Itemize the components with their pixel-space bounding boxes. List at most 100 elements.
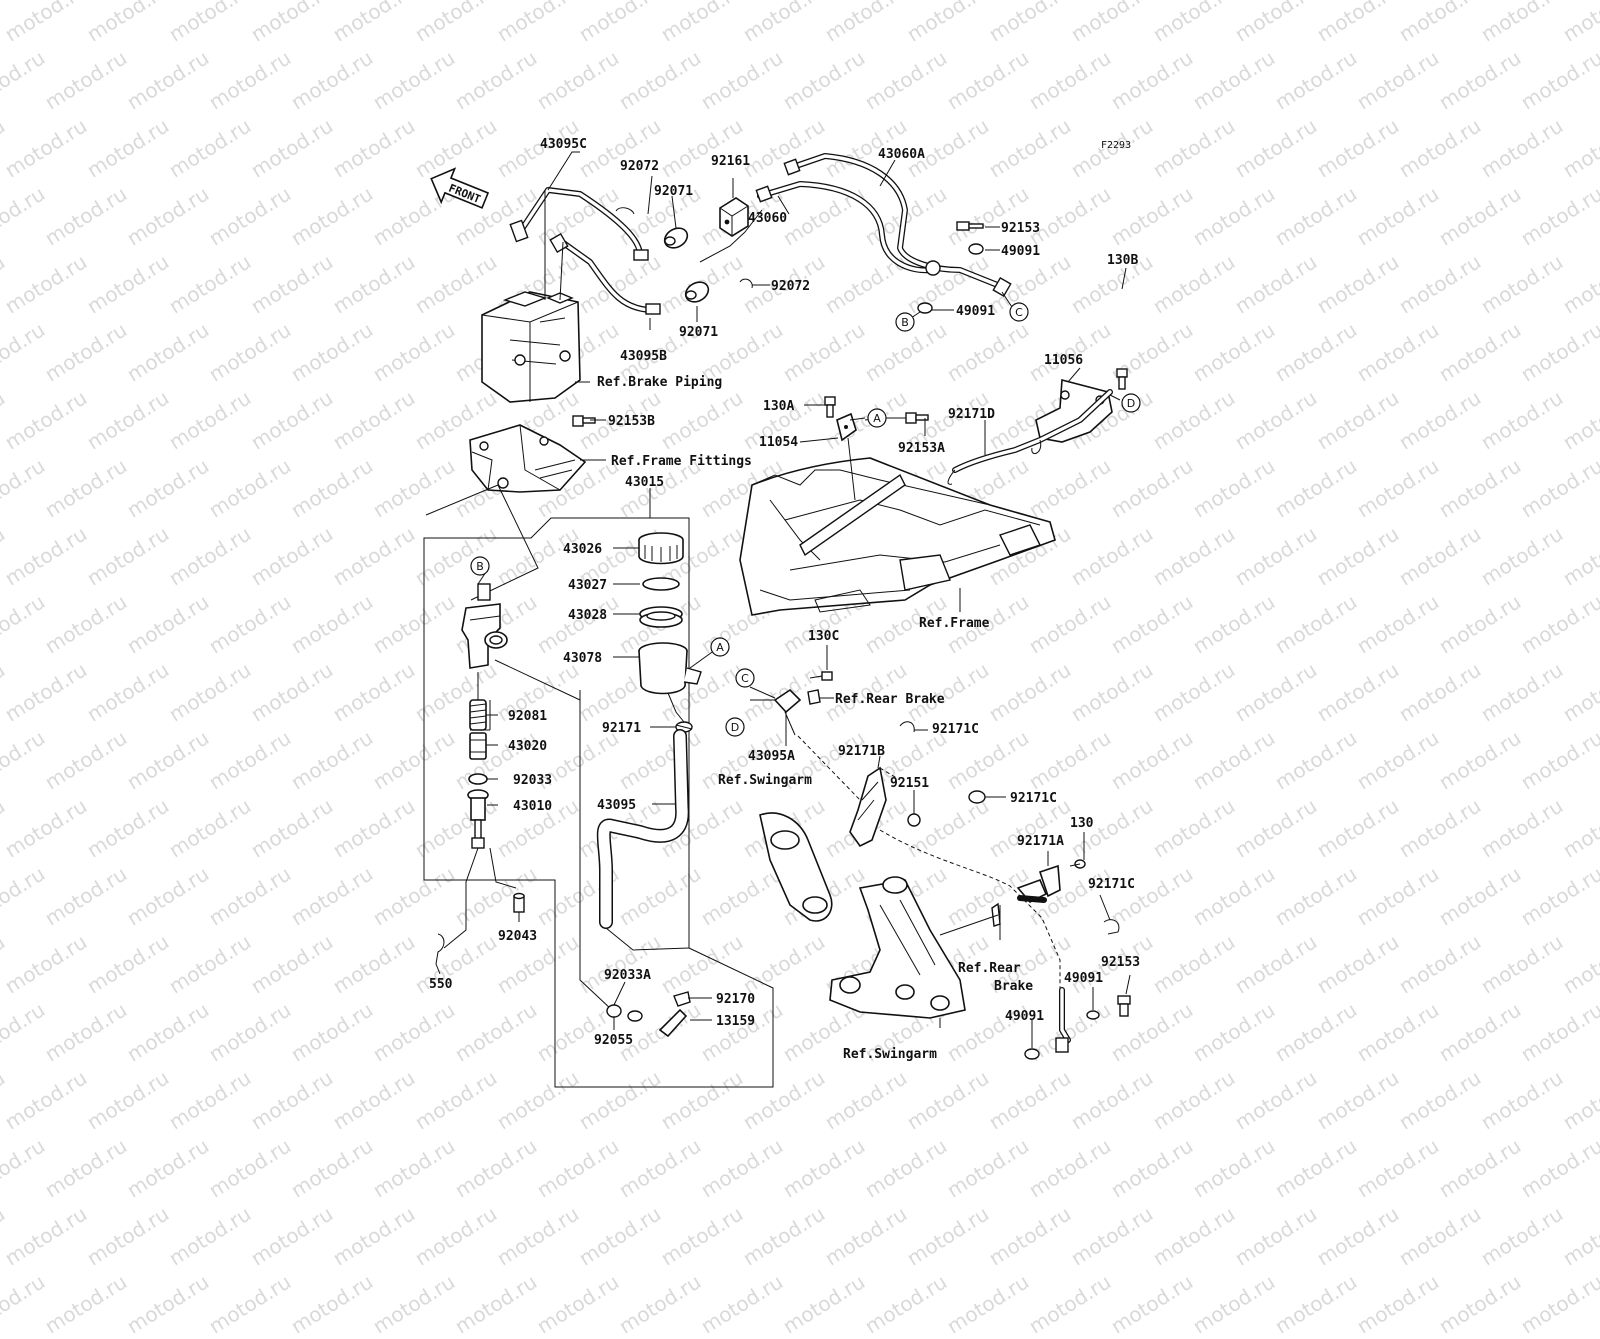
guard-92171B	[849, 766, 887, 848]
washer-92033A	[627, 1010, 643, 1022]
bracket-11054	[836, 412, 857, 501]
ring-92033	[468, 773, 488, 785]
part-label-92055: 92055	[594, 1033, 633, 1048]
part-label-43095: 43095	[597, 798, 636, 813]
part-label-92151: 92151	[890, 776, 929, 791]
reservoir-43078	[638, 642, 702, 723]
ref-label-swingarm-1: Ref.Swingarm	[718, 773, 812, 788]
watermark-text: motod.ru	[1230, 1201, 1322, 1271]
watermark-text: motod.ru	[614, 1269, 706, 1339]
connector-A1: A	[867, 408, 887, 428]
swingarm-link-lower	[829, 876, 966, 1019]
clamp-92161	[719, 197, 749, 237]
nut-92151	[907, 813, 921, 827]
part-label-92171C-b: 92171C	[1010, 791, 1057, 806]
watermark-text: motod.ru	[164, 1201, 256, 1271]
part-label-92072-upper: 92072	[620, 159, 659, 174]
svg-text:D: D	[731, 721, 739, 734]
cotter-pin-550	[435, 933, 445, 965]
parts-diagram: FRONT F2293	[423, 137, 1141, 1088]
watermark-text: motod.ru	[1066, 1201, 1158, 1271]
washer-49091-d	[1024, 1048, 1040, 1060]
watermark-text: motod.ru	[1352, 1269, 1444, 1339]
watermark-text: motod.ru	[450, 1269, 542, 1339]
fitting-13159	[658, 991, 691, 1038]
clip-92072-lower	[739, 278, 753, 289]
part-label-43060: 43060	[748, 211, 787, 226]
svg-text:C: C	[1015, 306, 1023, 319]
part-label-92171D: 92171D	[948, 407, 995, 422]
part-label-11056: 11056	[1044, 353, 1083, 368]
hose-43095	[596, 729, 690, 929]
part-label-92171: 92171	[602, 721, 641, 736]
part-label-92153: 92153	[1001, 221, 1040, 236]
bolt-130A	[824, 396, 836, 418]
part-label-92171C-c: 92171C	[1088, 877, 1135, 892]
leader-bracket	[425, 484, 539, 601]
washer-49091-b	[917, 302, 933, 314]
watermark-text: motod.ru	[82, 1201, 174, 1271]
connector-C2: C	[735, 668, 755, 688]
part-label-92033A: 92033A	[604, 968, 651, 983]
watermark-text: motod.ru	[1434, 1269, 1526, 1339]
figure-code: F2293	[1101, 140, 1131, 151]
part-label-43027: 43027	[568, 578, 607, 593]
watermark-text: motod.ru	[368, 1269, 460, 1339]
brake-pipe-43095C	[509, 187, 649, 261]
watermark-text: motod.ru	[738, 1201, 830, 1271]
connector-A2: A	[710, 637, 730, 657]
front-arrow-icon: FRONT	[430, 167, 490, 209]
part-label-49091-c: 49091	[1064, 971, 1103, 986]
part-label-92171A: 92171A	[1017, 834, 1064, 849]
bolt-130C	[809, 671, 833, 681]
part-label-43010: 43010	[513, 799, 552, 814]
leader-master-2	[494, 659, 581, 701]
brake-pipe-43060A	[755, 153, 1012, 298]
watermark-text: motod.ru	[204, 1269, 296, 1339]
svg-text:A: A	[716, 641, 724, 654]
watermark-text: motod.ru	[532, 1269, 624, 1339]
svg-text:D: D	[1127, 397, 1135, 410]
watermark-text: motod.ru	[696, 1269, 788, 1339]
part-label-43015: 43015	[625, 475, 664, 490]
svg-text:C: C	[741, 672, 749, 685]
bracket-92171A	[1038, 864, 1061, 898]
connector-D2: D	[725, 717, 745, 737]
bolt-92153-upper	[956, 221, 984, 231]
part-label-92170: 92170	[716, 992, 755, 1007]
watermark-text: motod.ru	[902, 1201, 994, 1271]
clip-92072-upper	[615, 207, 635, 215]
part-label-92071-upper: 92071	[654, 184, 693, 199]
part-label-49091-a: 49091	[1001, 244, 1040, 259]
assembly-outline-43015	[423, 517, 774, 1088]
part-label-49091-b: 49091	[956, 304, 995, 319]
part-label-92153B: 92153B	[608, 414, 655, 429]
part-label-92171B: 92171B	[838, 744, 885, 759]
spring-92081	[469, 699, 487, 731]
clamp-92171C-c	[1103, 919, 1120, 935]
ref-label-rear-brake-2a: Ref.Rear	[958, 961, 1021, 976]
part-label-130: 130	[1070, 816, 1094, 831]
part-label-130B: 130B	[1107, 253, 1138, 268]
ref-label-frame-fittings: Ref.Frame Fittings	[611, 454, 752, 469]
bolt-92153B	[572, 415, 596, 427]
leader-dashed-1	[797, 735, 901, 801]
part-label-49091-d: 49091	[1005, 1009, 1044, 1024]
part-label-92153A: 92153A	[898, 441, 945, 456]
bolt-130-rear	[1069, 859, 1086, 869]
svg-text:B: B	[476, 560, 484, 573]
watermark-text: motod.ru	[984, 1201, 1076, 1271]
bolt-130B	[1116, 368, 1128, 390]
washer-49091-c	[1086, 1010, 1100, 1020]
brake-pipe-92171D-route	[947, 389, 1113, 485]
o-ring-92055	[606, 1004, 622, 1018]
part-label-43095B: 43095B	[620, 349, 667, 364]
watermark-text: motod.ru	[1476, 1201, 1568, 1271]
part-label-43095C: 43095C	[540, 137, 587, 152]
part-label-43026: 43026	[563, 542, 602, 557]
leader-pin	[489, 847, 517, 889]
swingarm-link-upper	[759, 812, 833, 922]
watermark-text: motod.ru	[820, 1201, 912, 1271]
watermark-text: motod.ru	[246, 1201, 338, 1271]
diaphragm-43027	[642, 577, 680, 591]
